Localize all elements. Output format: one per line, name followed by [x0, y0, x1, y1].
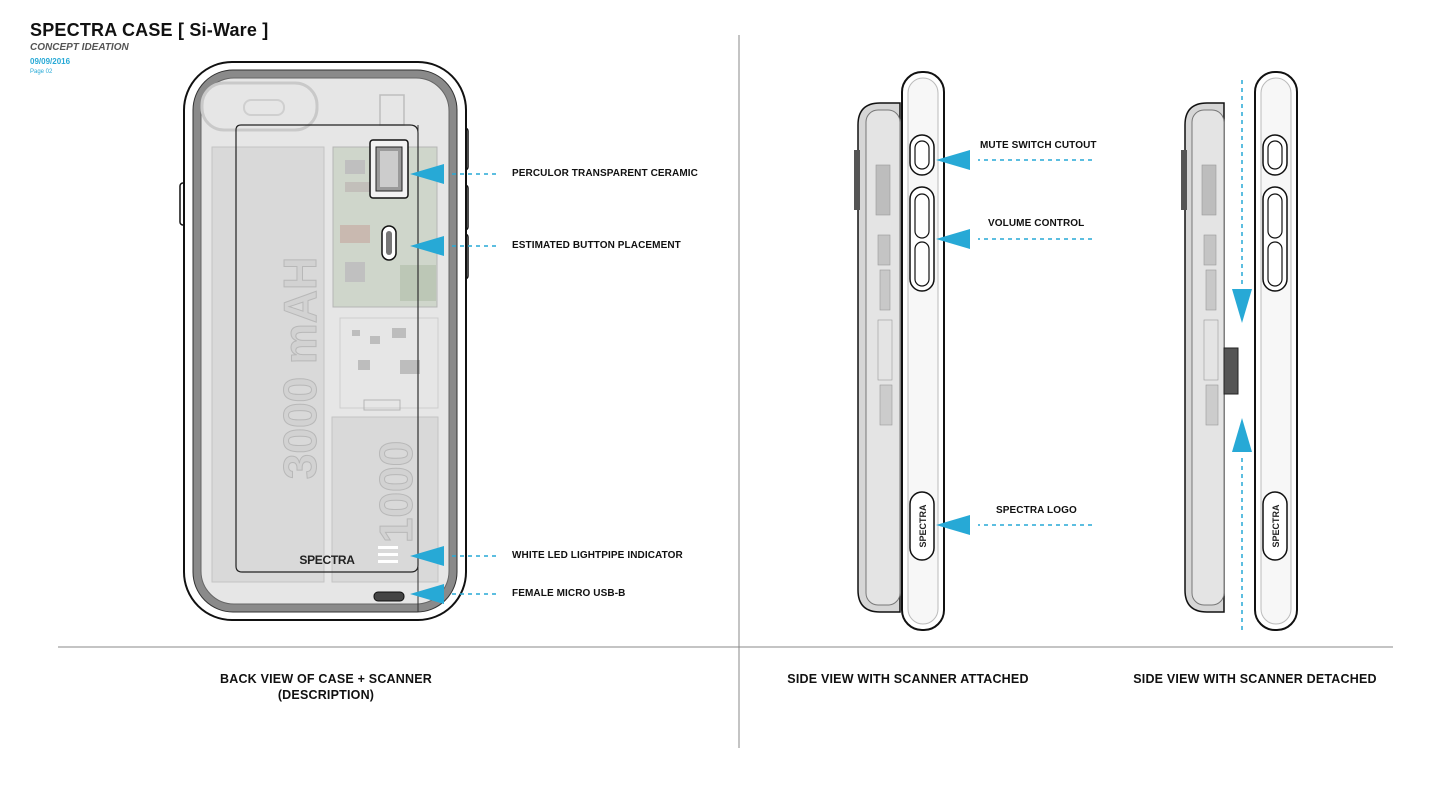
caption-side-attached: SIDE VIEW WITH SCANNER ATTACHED [787, 672, 1029, 686]
side-view-attached [854, 71, 945, 631]
document-subtitle: CONCEPT IDEATION [30, 42, 129, 53]
back-view-case [179, 61, 469, 621]
back-view-callout-arrows [410, 164, 496, 604]
brand-logo-side-detached: SPECTRA [1271, 504, 1281, 548]
caption-back-view-line1: BACK VIEW OF CASE + SCANNER [219, 672, 433, 686]
caption-back-view-line2: (DESCRIPTION) [277, 688, 375, 702]
caption-back-view: BACK VIEW OF CASE + SCANNER (DESCRIPTION… [176, 671, 476, 703]
callout-micro-usb: FEMALE MICRO USB-B [512, 588, 626, 599]
detach-motion-arrows [1232, 80, 1252, 630]
battery-label-main: 3000 mAH [274, 257, 326, 479]
callout-spectra-logo: SPECTRA LOGO [996, 505, 1077, 516]
brand-logo-side-attached: SPECTRA [918, 504, 928, 548]
callout-button-placement: ESTIMATED BUTTON PLACEMENT [512, 240, 681, 251]
page-number: Page 02 [30, 69, 53, 75]
side-view-detached [1181, 71, 1298, 631]
callout-led-lightpipe: WHITE LED LIGHTPIPE INDICATOR [512, 550, 683, 561]
callout-transparent-ceramic: PERCULOR TRANSPARENT CERAMIC [512, 168, 698, 179]
callout-volume-control: VOLUME CONTROL [988, 218, 1085, 229]
document-date: 09/09/2016 [30, 57, 71, 66]
battery-label-small: 1000 [370, 441, 422, 543]
caption-side-detached: SIDE VIEW WITH SCANNER DETACHED [1133, 672, 1377, 686]
document-title: SPECTRA CASE [ Si-Ware ] [30, 20, 269, 40]
brand-logo-back: SPECTRA [299, 553, 355, 567]
side-attached-callout-arrows [936, 150, 1092, 535]
callout-mute-switch: MUTE SWITCH CUTOUT [980, 140, 1097, 151]
